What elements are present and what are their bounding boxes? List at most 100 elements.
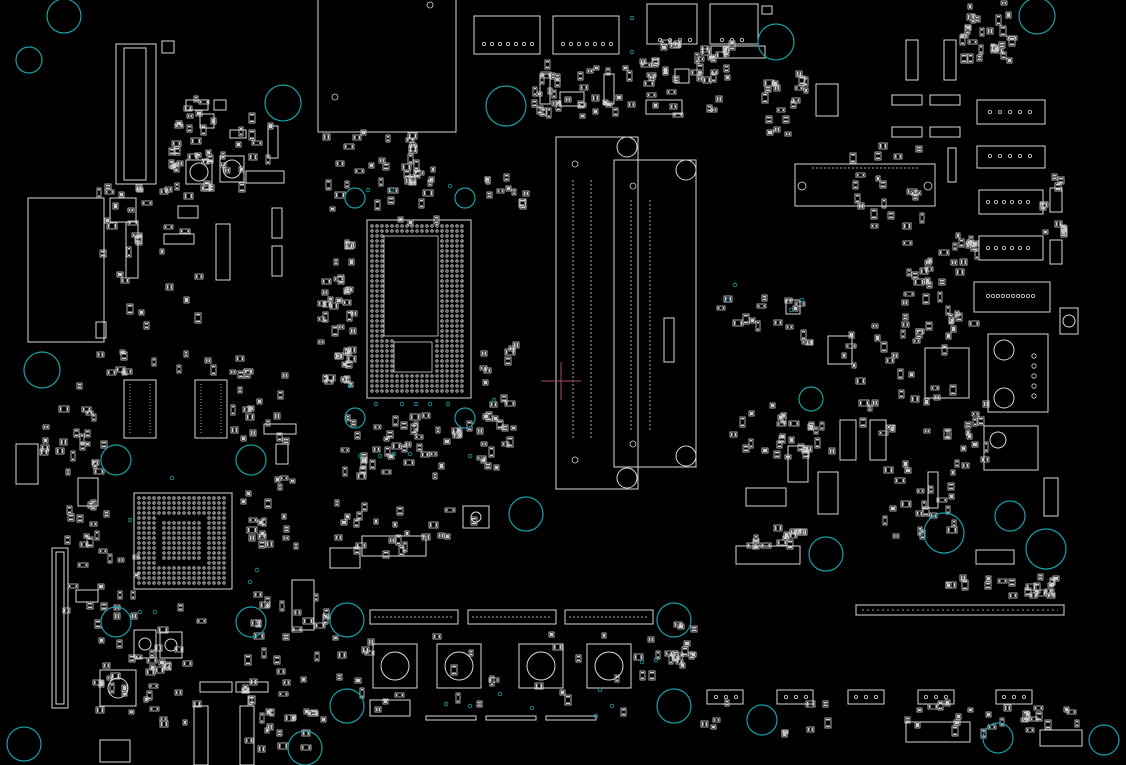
- passive-component[interactable]: [728, 40, 736, 51]
- passive-component[interactable]: [924, 266, 934, 272]
- passive-component[interactable]: [245, 490, 252, 497]
- passive-component[interactable]: [813, 426, 819, 435]
- passive-component[interactable]: [244, 737, 254, 744]
- passive-component[interactable]: [183, 192, 194, 200]
- passive-component[interactable]: [337, 274, 345, 285]
- passive-component[interactable]: [466, 420, 473, 432]
- passive-component[interactable]: [106, 222, 118, 230]
- passive-component[interactable]: [174, 689, 183, 696]
- passive-component[interactable]: [265, 419, 271, 427]
- passive-component[interactable]: [220, 151, 226, 160]
- passive-component[interactable]: [849, 152, 857, 164]
- passive-component[interactable]: [902, 240, 913, 246]
- passive-component[interactable]: [55, 447, 65, 455]
- passive-component[interactable]: [716, 305, 726, 311]
- passive-component[interactable]: [290, 714, 297, 721]
- passive-component[interactable]: [522, 190, 530, 197]
- passive-component[interactable]: [531, 99, 538, 108]
- passive-component[interactable]: [237, 386, 243, 394]
- passive-component[interactable]: [168, 147, 176, 156]
- passive-component[interactable]: [62, 607, 71, 614]
- passive-component[interactable]: [672, 112, 684, 118]
- passive-component[interactable]: [204, 357, 212, 364]
- passive-component[interactable]: [324, 379, 334, 385]
- passive-component[interactable]: [901, 299, 909, 306]
- passive-component[interactable]: [386, 430, 394, 439]
- passive-component[interactable]: [1025, 727, 1035, 733]
- passive-component[interactable]: [673, 621, 683, 628]
- passive-component[interactable]: [176, 364, 182, 374]
- passive-component[interactable]: [485, 176, 491, 185]
- passive-component[interactable]: [773, 319, 783, 326]
- passive-component[interactable]: [354, 168, 365, 174]
- passive-component[interactable]: [249, 678, 258, 686]
- passive-component[interactable]: [91, 459, 100, 466]
- passive-component[interactable]: [776, 440, 783, 449]
- passive-component[interactable]: [210, 364, 217, 376]
- passive-component[interactable]: [83, 533, 90, 539]
- passive-component[interactable]: [420, 451, 430, 458]
- passive-component[interactable]: [323, 608, 330, 620]
- passive-component[interactable]: [592, 108, 599, 115]
- passive-component[interactable]: [1025, 583, 1037, 591]
- passive-component[interactable]: [132, 554, 140, 560]
- passive-component[interactable]: [104, 189, 115, 195]
- passive-component[interactable]: [238, 126, 244, 137]
- passive-component[interactable]: [182, 719, 188, 726]
- passive-component[interactable]: [378, 157, 386, 164]
- passive-component[interactable]: [121, 691, 128, 697]
- passive-component[interactable]: [452, 431, 462, 439]
- passive-component[interactable]: [248, 129, 256, 141]
- passive-component[interactable]: [127, 207, 135, 213]
- passive-component[interactable]: [67, 513, 75, 522]
- passive-component[interactable]: [773, 524, 783, 532]
- passive-component[interactable]: [342, 299, 352, 306]
- passive-component[interactable]: [977, 416, 985, 426]
- passive-component[interactable]: [237, 370, 245, 379]
- passive-component[interactable]: [784, 454, 792, 460]
- passive-component[interactable]: [881, 198, 887, 209]
- passive-component[interactable]: [65, 468, 71, 476]
- passive-component[interactable]: [87, 501, 95, 509]
- passive-component[interactable]: [413, 170, 425, 176]
- passive-component[interactable]: [343, 375, 351, 384]
- passive-component[interactable]: [348, 258, 355, 266]
- passive-component[interactable]: [696, 56, 705, 62]
- passive-component[interactable]: [546, 107, 552, 119]
- passive-component[interactable]: [925, 321, 933, 331]
- passive-component[interactable]: [331, 325, 339, 337]
- passive-component[interactable]: [374, 199, 381, 211]
- passive-component[interactable]: [282, 633, 290, 641]
- passive-component[interactable]: [317, 339, 325, 345]
- passive-component[interactable]: [174, 646, 184, 653]
- passive-component[interactable]: [203, 180, 211, 192]
- passive-component[interactable]: [998, 41, 1006, 49]
- passive-component[interactable]: [443, 438, 451, 445]
- passive-component[interactable]: [518, 198, 526, 208]
- passive-component[interactable]: [512, 341, 520, 349]
- passive-component[interactable]: [159, 248, 165, 255]
- passive-component[interactable]: [368, 162, 375, 169]
- passive-component[interactable]: [1039, 201, 1047, 211]
- passive-component[interactable]: [974, 248, 980, 260]
- passive-component[interactable]: [852, 180, 859, 190]
- passive-component[interactable]: [748, 438, 754, 449]
- passive-component[interactable]: [922, 293, 930, 305]
- passive-component[interactable]: [690, 651, 697, 658]
- passive-component[interactable]: [104, 217, 111, 224]
- passive-component[interactable]: [90, 499, 97, 511]
- passive-component[interactable]: [493, 464, 500, 471]
- passive-component[interactable]: [244, 654, 252, 666]
- passive-component[interactable]: [1060, 224, 1067, 236]
- passive-component[interactable]: [766, 129, 774, 136]
- passive-component[interactable]: [510, 425, 517, 431]
- passive-component[interactable]: [335, 160, 345, 167]
- passive-component[interactable]: [648, 74, 656, 81]
- passive-component[interactable]: [761, 294, 768, 302]
- passive-component[interactable]: [948, 493, 955, 500]
- passive-component[interactable]: [945, 505, 951, 515]
- passive-component[interactable]: [404, 441, 412, 448]
- passive-component[interactable]: [947, 482, 955, 491]
- passive-component[interactable]: [433, 215, 440, 225]
- passive-component[interactable]: [96, 187, 102, 199]
